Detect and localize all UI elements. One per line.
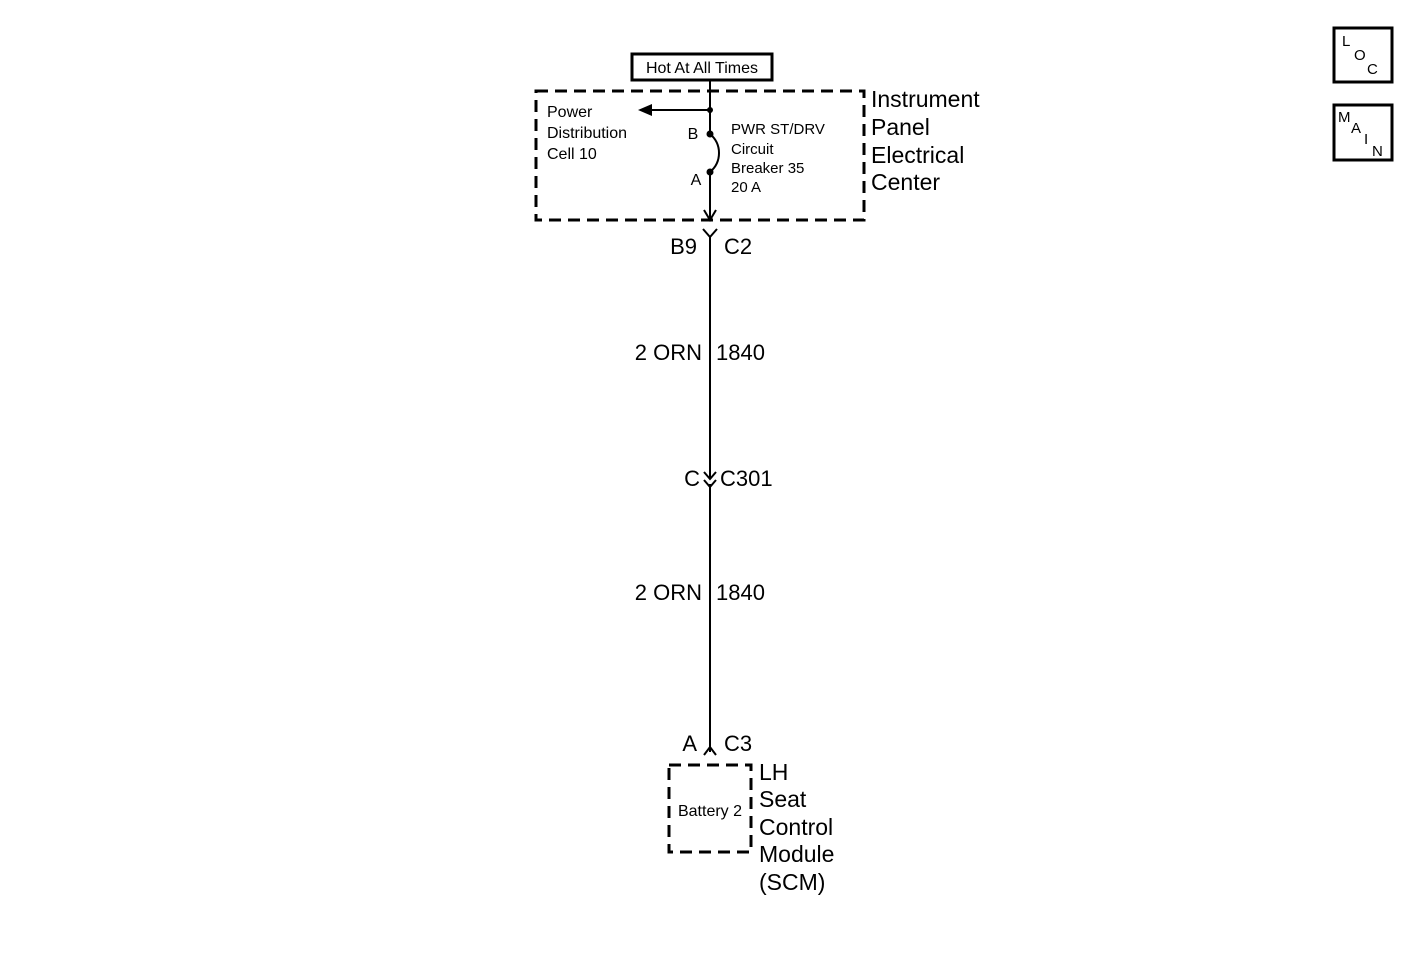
loc-letter-1: L: [1342, 33, 1350, 50]
wire-2-gauge-color: 2 ORN: [635, 580, 702, 605]
loc-button-frame: [1332, 26, 1394, 84]
connector-c3-pin: A: [682, 731, 697, 756]
connector-c2-name: C2: [724, 234, 752, 259]
supply-label-box: [630, 52, 774, 82]
circuit-breaker-label: PWR ST/DRV Circuit Breaker 35 20 A: [731, 121, 829, 196]
loc-letter-2: O: [1354, 47, 1366, 64]
circuit-breaker-icon: [709, 133, 720, 173]
wire-1-gauge-color: 2 ORN: [635, 340, 702, 365]
connector-c3-icon: [703, 745, 717, 756]
module-name: LH Seat Control Module (SCM): [759, 759, 841, 895]
loc-letter-3: C: [1367, 61, 1378, 78]
connector-c3: A C3: [682, 731, 752, 756]
power-distribution-label: Power Distribution Cell 10: [547, 104, 631, 163]
ipec-boundary: [534, 89, 866, 222]
connector-c2-pin: B9: [670, 234, 697, 259]
seat-control-module: Battery 2 LH Seat Control Module (SCM): [667, 759, 841, 895]
splice-dot: [707, 107, 713, 113]
connector-c3-name: C3: [724, 731, 752, 756]
main-letter-3: I: [1364, 131, 1368, 148]
ipec-name: Instrument Panel Electrical Center: [871, 86, 986, 195]
connector-c301-pin: C: [684, 466, 700, 491]
connector-c301-name: C301: [720, 466, 773, 491]
main-button[interactable]: M A I N: [1332, 103, 1394, 162]
terminal-a-label: A: [691, 172, 702, 189]
main-letter-1: M: [1338, 109, 1351, 126]
main-letter-2: A: [1351, 120, 1361, 137]
supply-label: Hot At All Times: [630, 52, 774, 82]
supply-label-text: Hot At All Times: [646, 60, 758, 77]
loc-button[interactable]: L O C: [1332, 26, 1394, 84]
connector-c2-icon: [702, 228, 718, 239]
terminal-b-label: B: [688, 126, 699, 143]
module-boundary: [667, 763, 753, 854]
connector-c301-arrow-icon: [703, 471, 717, 481]
power-distribution-arrow-icon: [638, 104, 652, 116]
connector-c2: B9 C2: [670, 228, 752, 259]
main-button-frame: [1332, 103, 1394, 162]
module-battery-label: Battery 2: [678, 803, 742, 820]
wire-1-circuit: 1840: [716, 340, 765, 365]
ipec: B A Power Distribution Cell 10 PWR ST/DR…: [534, 80, 986, 222]
connector-c301: C C301: [684, 466, 772, 491]
output-arrow-icon: [703, 209, 717, 222]
main-letter-4: N: [1372, 143, 1383, 160]
wire-2-circuit: 1840: [716, 580, 765, 605]
